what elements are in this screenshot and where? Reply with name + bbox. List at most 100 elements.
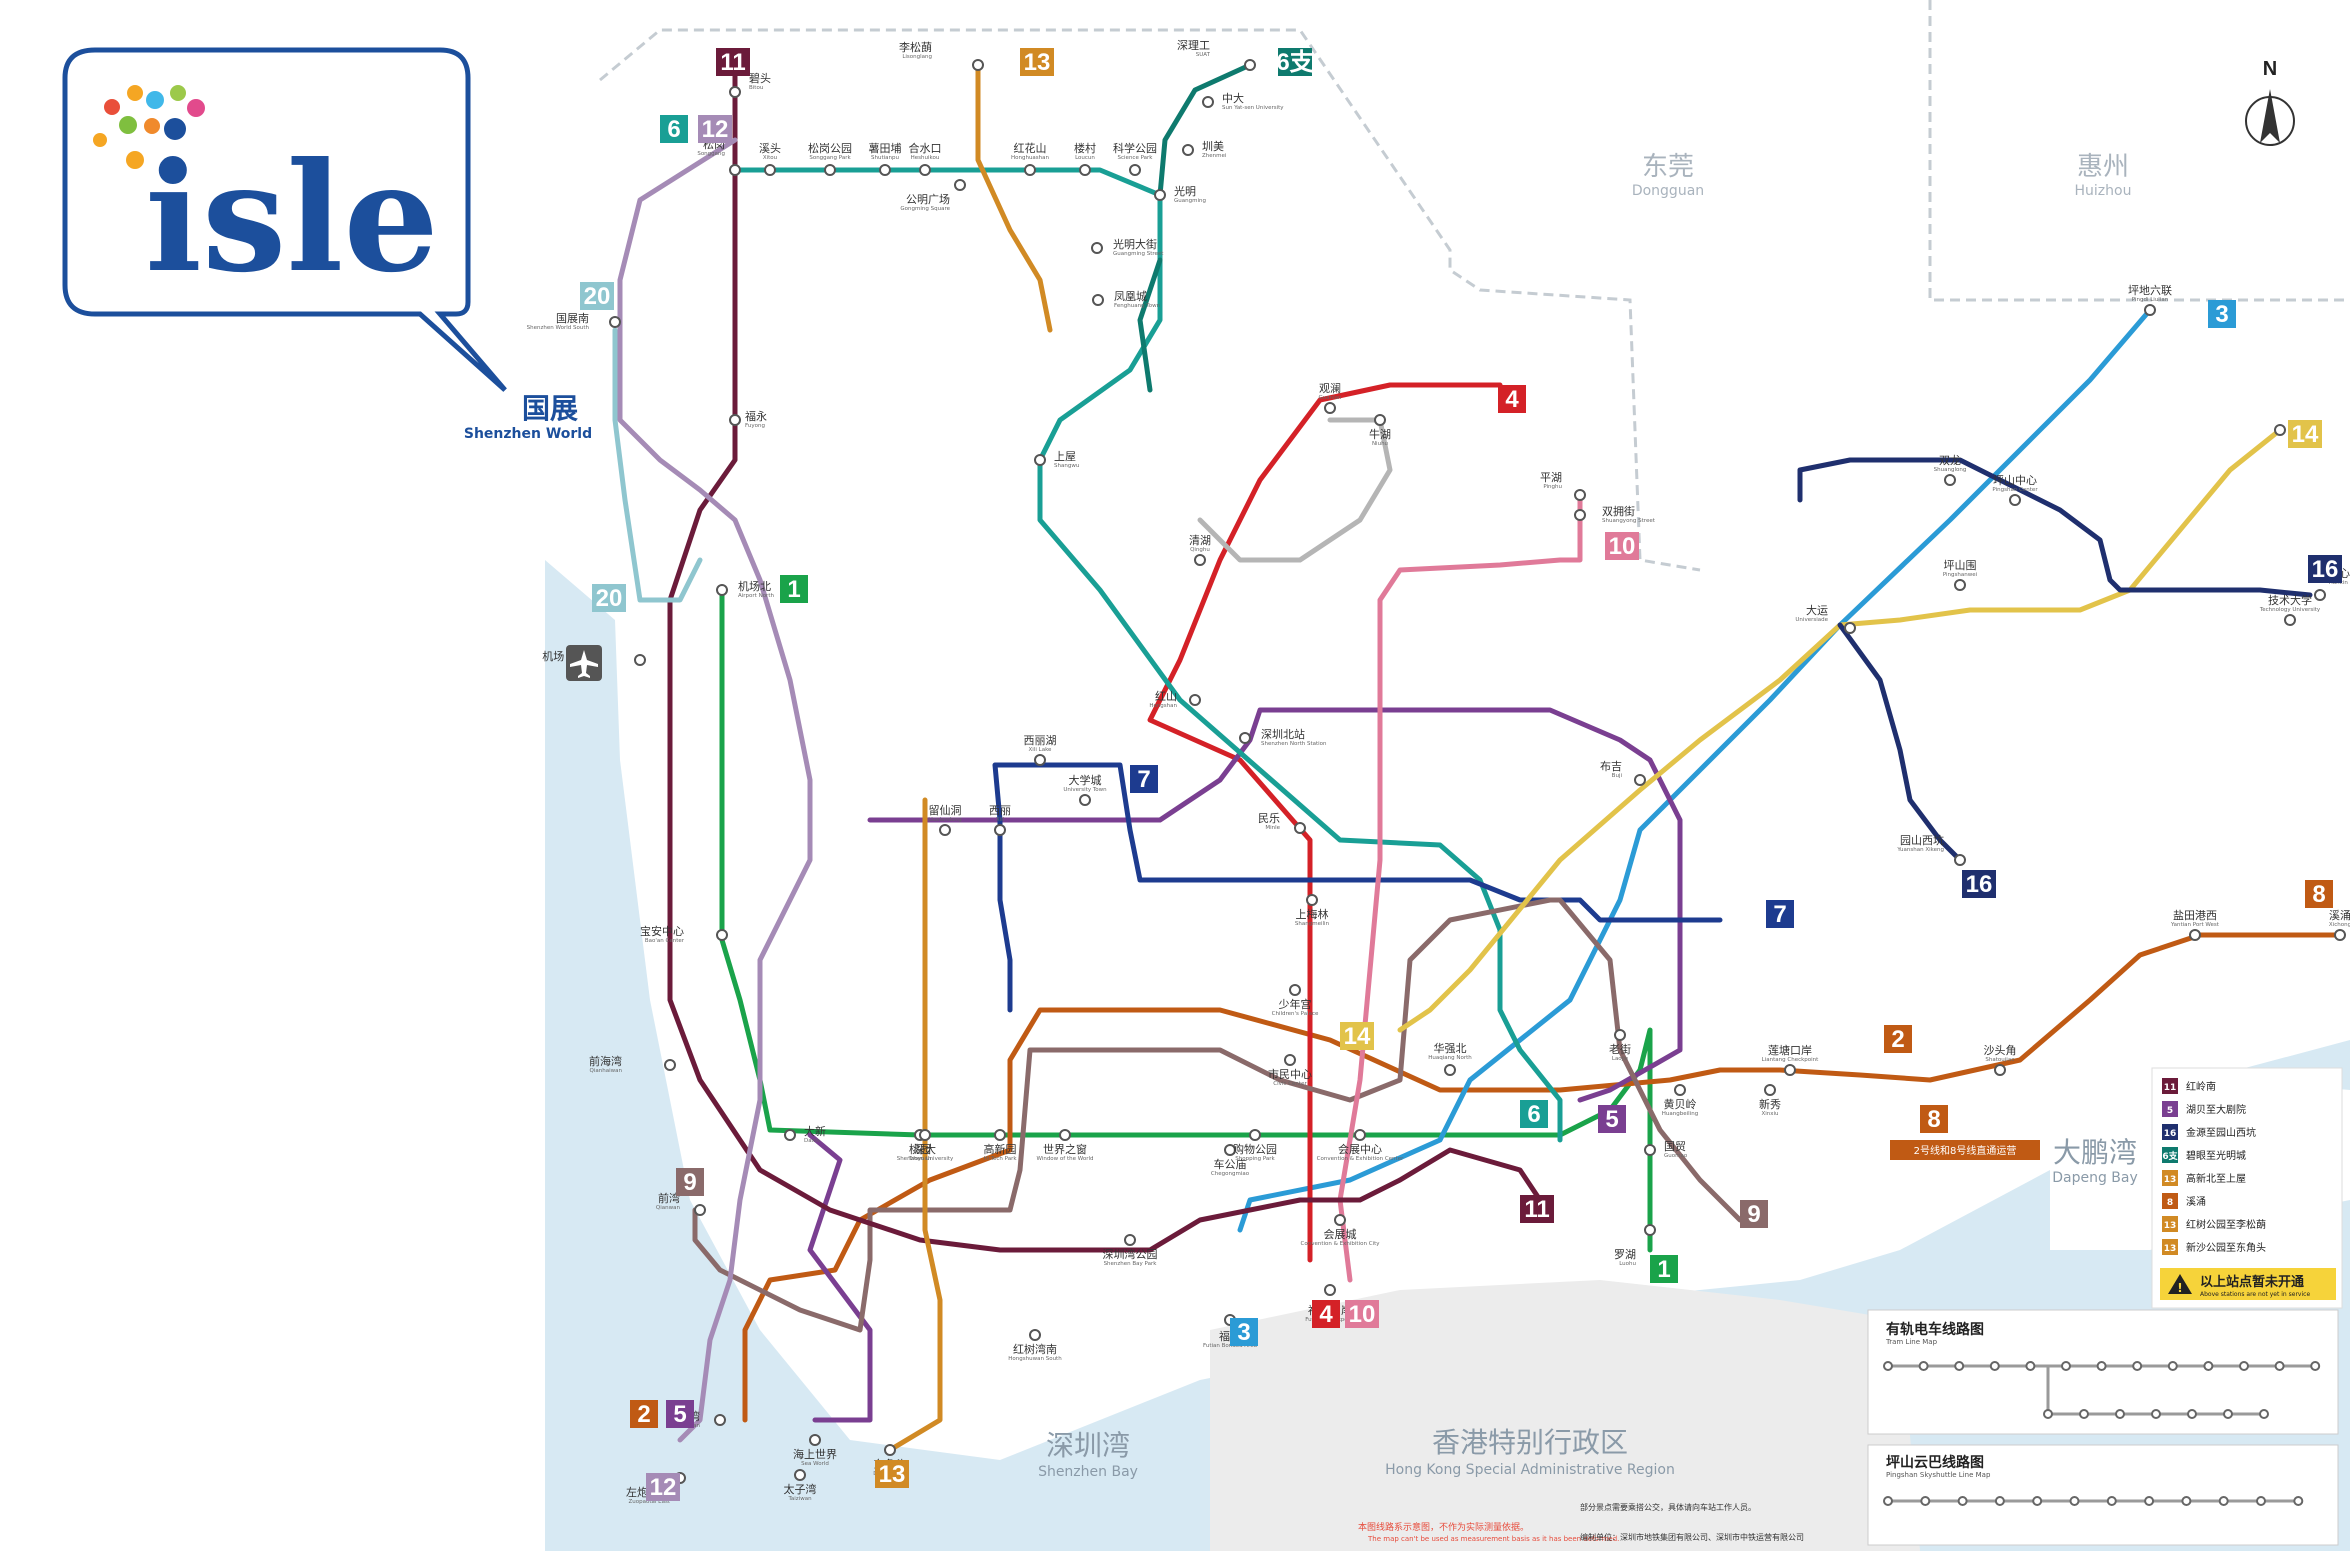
station-name-en: Bitou — [749, 85, 763, 91]
station-name-en: Airport North — [738, 593, 774, 599]
logo-text: isle — [145, 130, 439, 306]
station-marker — [1079, 164, 1091, 176]
legend-swatch — [2162, 1101, 2178, 1117]
line-badge-label: 20 — [596, 585, 623, 612]
station-marker — [1034, 754, 1046, 766]
station-marker — [919, 164, 931, 176]
station-name-cn: 深大 — [914, 1142, 936, 1156]
tram-stop-marker — [2079, 1409, 2089, 1419]
line-badge-label: 6支 — [1276, 49, 1314, 76]
station-name-en: Pingshan Center — [1992, 487, 2038, 493]
station-name-cn: 观澜 — [1319, 381, 1341, 395]
line-badge-label: 4 — [1505, 386, 1519, 413]
station-name-cn: 布吉 — [1600, 760, 1622, 773]
station-name-cn: 大运 — [1806, 603, 1828, 617]
station-marker — [1784, 1064, 1796, 1076]
line-badge-label: 14 — [1344, 1023, 1371, 1050]
legend-text: 红岭南 — [2186, 1080, 2216, 1093]
isle-logo: isle — [62, 47, 507, 392]
station-name-cn: 盐田港西 — [2173, 909, 2217, 922]
legend-line-id: 13 — [2164, 1221, 2177, 1231]
station-name-en: Laojie — [1612, 1056, 1629, 1062]
line-badge-label: 4 — [1319, 1301, 1333, 1328]
station-name-en: Qianhaiwan — [590, 1068, 623, 1074]
station-name-en: Xichong — [2329, 922, 2350, 928]
station-name-cn: 世界之窗 — [1043, 1142, 1087, 1156]
station-name-en: Shenzhen World South — [527, 325, 590, 331]
line-badge-2: 2 — [630, 1400, 658, 1428]
station-name-en: Civic Center — [1273, 1081, 1307, 1087]
station-name-cn: 会展中心 — [1338, 1143, 1382, 1156]
station-marker — [664, 1059, 676, 1071]
station-name-en: Huaqiang North — [1428, 1055, 1472, 1061]
north-arrow-icon: N — [2245, 58, 2295, 146]
station-marker — [1224, 1144, 1236, 1156]
legend-line-id: 8 — [2167, 1198, 2173, 1208]
note-compiler: 编制单位：深圳市地铁集团有限公司、深圳市中铁运营有限公司 — [1580, 1532, 1804, 1542]
legend-text: 湖贝至大剧院 — [2186, 1103, 2246, 1116]
yunba-stop-marker — [2256, 1496, 2266, 1506]
station-name-en: Songgang — [697, 151, 725, 157]
station-name-cn: 西丽湖 — [1024, 734, 1057, 747]
map-notes: 本图线路系示意图，不作为实际测量依据。 The map can't be use… — [1358, 1502, 1804, 1543]
station-marker — [2314, 589, 2326, 601]
station-name-cn: 上梅林 — [1296, 907, 1329, 921]
legend-line-id: 13 — [2164, 1175, 2177, 1185]
station-name-en: Sea World — [801, 1461, 829, 1467]
station-name-en: Guangming Street — [1113, 251, 1164, 257]
station-marker — [1644, 1224, 1656, 1236]
station-name-en: Liantang Checkpoint — [1762, 1057, 1819, 1063]
station-name-cn: 桃园 — [909, 1142, 931, 1156]
line-badge-13: 13 — [875, 1460, 909, 1488]
line-badge-9: 9 — [1740, 1200, 1768, 1228]
station-marker — [2274, 424, 2286, 436]
line-13-path — [887, 62, 1053, 1453]
station-name-en: Shangwu — [1054, 463, 1079, 469]
station-name-en: Gongming Square — [900, 206, 950, 212]
line-badge-6: 6 — [1520, 1100, 1548, 1128]
station-marker — [1674, 1084, 1686, 1096]
station-marker — [1189, 694, 1201, 706]
station-name-en: Yuanshan Xikeng — [1896, 847, 1944, 853]
line-badge-label: 16 — [1966, 871, 1993, 898]
station-name-cn: 少年宫 — [1279, 997, 1312, 1011]
station-name-cn: 中大 — [1222, 91, 1244, 105]
station-marker — [784, 1129, 796, 1141]
station-name-cn: 华强北 — [1434, 1041, 1467, 1055]
station-marker — [1059, 1129, 1071, 1141]
airport-icon — [566, 645, 602, 681]
station-name-cn: 坪山围 — [1944, 559, 1977, 572]
station-name-cn: 沙头角 — [1984, 1044, 2017, 1057]
yunba-stop-marker — [1920, 1496, 1931, 1506]
legend-text: 高新北至上屋 — [2186, 1172, 2246, 1185]
station-name-cn: 牛湖 — [1369, 427, 1391, 441]
station-name-en: Xinxiu — [1761, 1111, 1778, 1117]
line-badge-label: 3 — [2215, 301, 2228, 328]
station-marker — [1994, 1064, 2006, 1076]
line-badge-6b: 6支 — [1276, 48, 1315, 76]
station-name-en: Lisonglang — [902, 54, 932, 60]
line-5-path — [807, 707, 1683, 1423]
station-name-cn: 市民中心 — [1268, 1067, 1312, 1081]
tram-panel-title: 有轨电车线路图 — [1886, 1321, 1984, 1338]
station-name-en: Fenghuang Town — [1114, 303, 1161, 309]
station-name-cn: 李松蓢 — [899, 40, 932, 54]
metro-lines — [612, 62, 2343, 1453]
station-name-en: Shuanglong — [1934, 467, 1967, 473]
legend-line-id: 13 — [2164, 1244, 2177, 1254]
tram-stop-marker — [2310, 1361, 2321, 1371]
station-marker — [1354, 1129, 1366, 1141]
tram-line-panel: 有轨电车线路图 Tram Line Map — [1867, 1309, 2339, 1435]
line-badge-7: 7 — [1766, 900, 1794, 928]
legend-line-id: 6支 — [2162, 1150, 2178, 1162]
station-marker — [1154, 189, 1166, 201]
line-badge-12: 12 — [698, 115, 732, 143]
line-badge-7: 7 — [1130, 765, 1158, 793]
station-name-cn: 黄贝岭 — [1664, 1097, 1697, 1111]
station-marker — [994, 824, 1006, 836]
station-name-cn: 深理工 — [1177, 39, 1210, 52]
station-name-en: Qinghu — [1190, 547, 1210, 553]
station-name-cn: 车公庙 — [1214, 1157, 1247, 1171]
region-huizhou-en: Huizhou — [2075, 183, 2132, 199]
